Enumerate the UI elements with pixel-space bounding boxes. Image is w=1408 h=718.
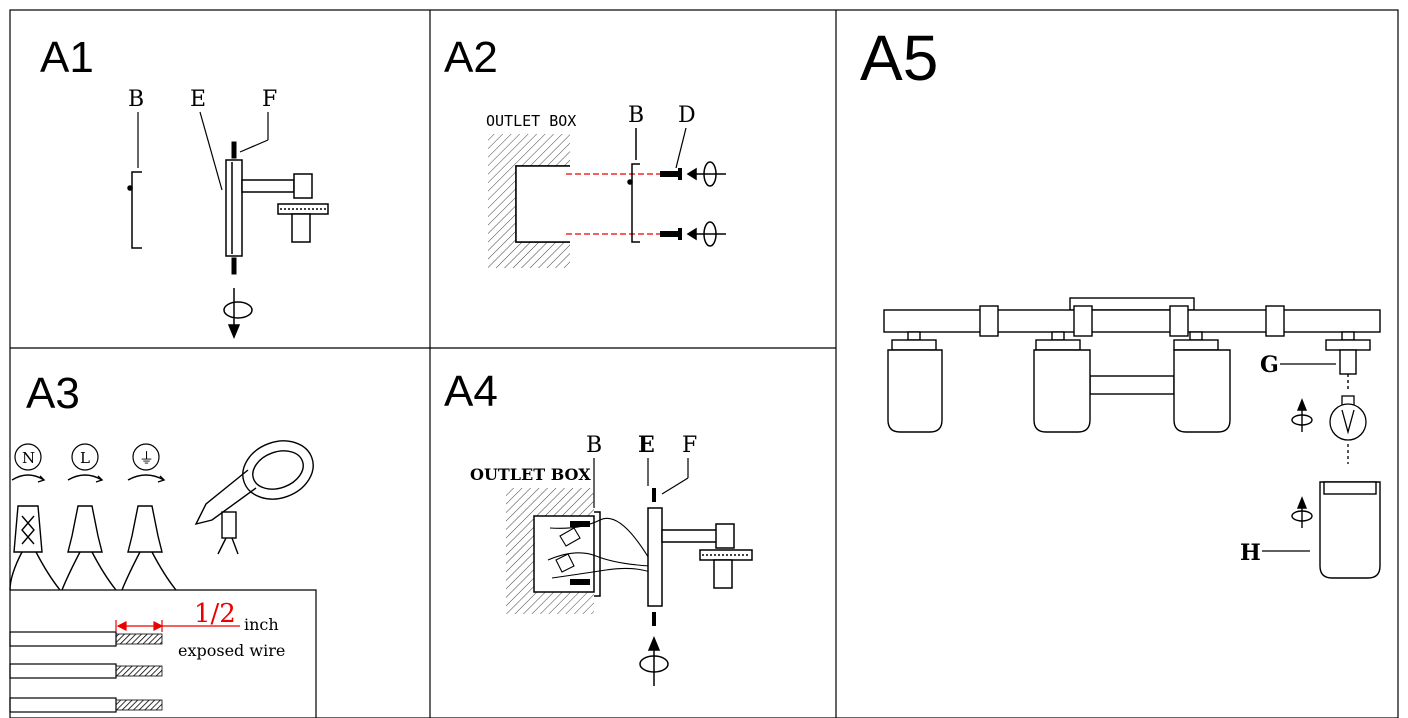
alignment-lines bbox=[566, 173, 660, 235]
panel-a4: A4 OUTLET BOX B E F bbox=[444, 367, 753, 686]
screw-icon bbox=[231, 141, 237, 275]
panel-a1: A1 B E F bbox=[40, 33, 329, 339]
ground-symbol: ⏚ bbox=[139, 449, 154, 467]
wire-nut-icon bbox=[9, 474, 177, 591]
wall-plate bbox=[647, 507, 663, 607]
neutral-symbol: N bbox=[22, 449, 35, 467]
label-f: F bbox=[262, 87, 277, 112]
live-symbol: L bbox=[80, 449, 90, 467]
rotate-arrow-icon bbox=[1291, 398, 1313, 528]
panel-title-a3: A3 bbox=[26, 369, 80, 418]
arm-and-socket bbox=[241, 173, 329, 243]
socket bbox=[1339, 349, 1357, 392]
outlet-box-label: OUTLET BOX bbox=[486, 112, 576, 130]
panel-title-a2: A2 bbox=[444, 33, 498, 82]
screw-icon bbox=[660, 168, 682, 240]
outlet-box-label: OUTLET BOX bbox=[470, 465, 591, 484]
panel-grid bbox=[9, 9, 1399, 718]
panel-a3: A3 N L ⏚ bbox=[9, 369, 317, 718]
label-f: F bbox=[682, 433, 697, 458]
measurement-unit: inch bbox=[244, 615, 279, 634]
mounting-bracket bbox=[127, 171, 142, 249]
panel-a2: A2 OUTLET BOX B D bbox=[444, 33, 726, 268]
rotate-arrow-icon bbox=[686, 161, 726, 247]
exposed-wire bbox=[115, 633, 163, 711]
label-d: D bbox=[678, 103, 696, 128]
label-b: B bbox=[586, 433, 602, 458]
label-e: E bbox=[190, 87, 206, 112]
jar-shade-icon bbox=[887, 331, 1381, 579]
panel-title-a5: A5 bbox=[860, 22, 938, 94]
bulb-icon bbox=[1329, 395, 1367, 464]
arm-and-socket bbox=[661, 523, 753, 589]
fixture-bar bbox=[883, 297, 1381, 395]
wiring bbox=[547, 517, 651, 579]
label-b: B bbox=[128, 87, 144, 112]
mounting-bracket bbox=[627, 128, 640, 243]
screw-icon bbox=[570, 488, 656, 626]
label-e: E bbox=[638, 432, 655, 458]
rotate-arrow-icon bbox=[639, 636, 669, 686]
label-h: H bbox=[1240, 540, 1261, 566]
label-g: G bbox=[1260, 352, 1279, 378]
measurement-note: exposed wire bbox=[178, 641, 285, 660]
electrical-tape-icon bbox=[194, 440, 314, 555]
measurement-value: 1/2 bbox=[194, 599, 236, 629]
panel-a5: A5 bbox=[860, 22, 1381, 579]
panel-title-a1: A1 bbox=[40, 33, 94, 82]
outlet-box bbox=[515, 165, 570, 243]
rotate-arrow-icon bbox=[223, 288, 253, 339]
dimension-arrow bbox=[115, 620, 240, 632]
wall-plate bbox=[225, 159, 243, 257]
label-b: B bbox=[628, 103, 644, 128]
panel-title-a4: A4 bbox=[444, 367, 498, 416]
